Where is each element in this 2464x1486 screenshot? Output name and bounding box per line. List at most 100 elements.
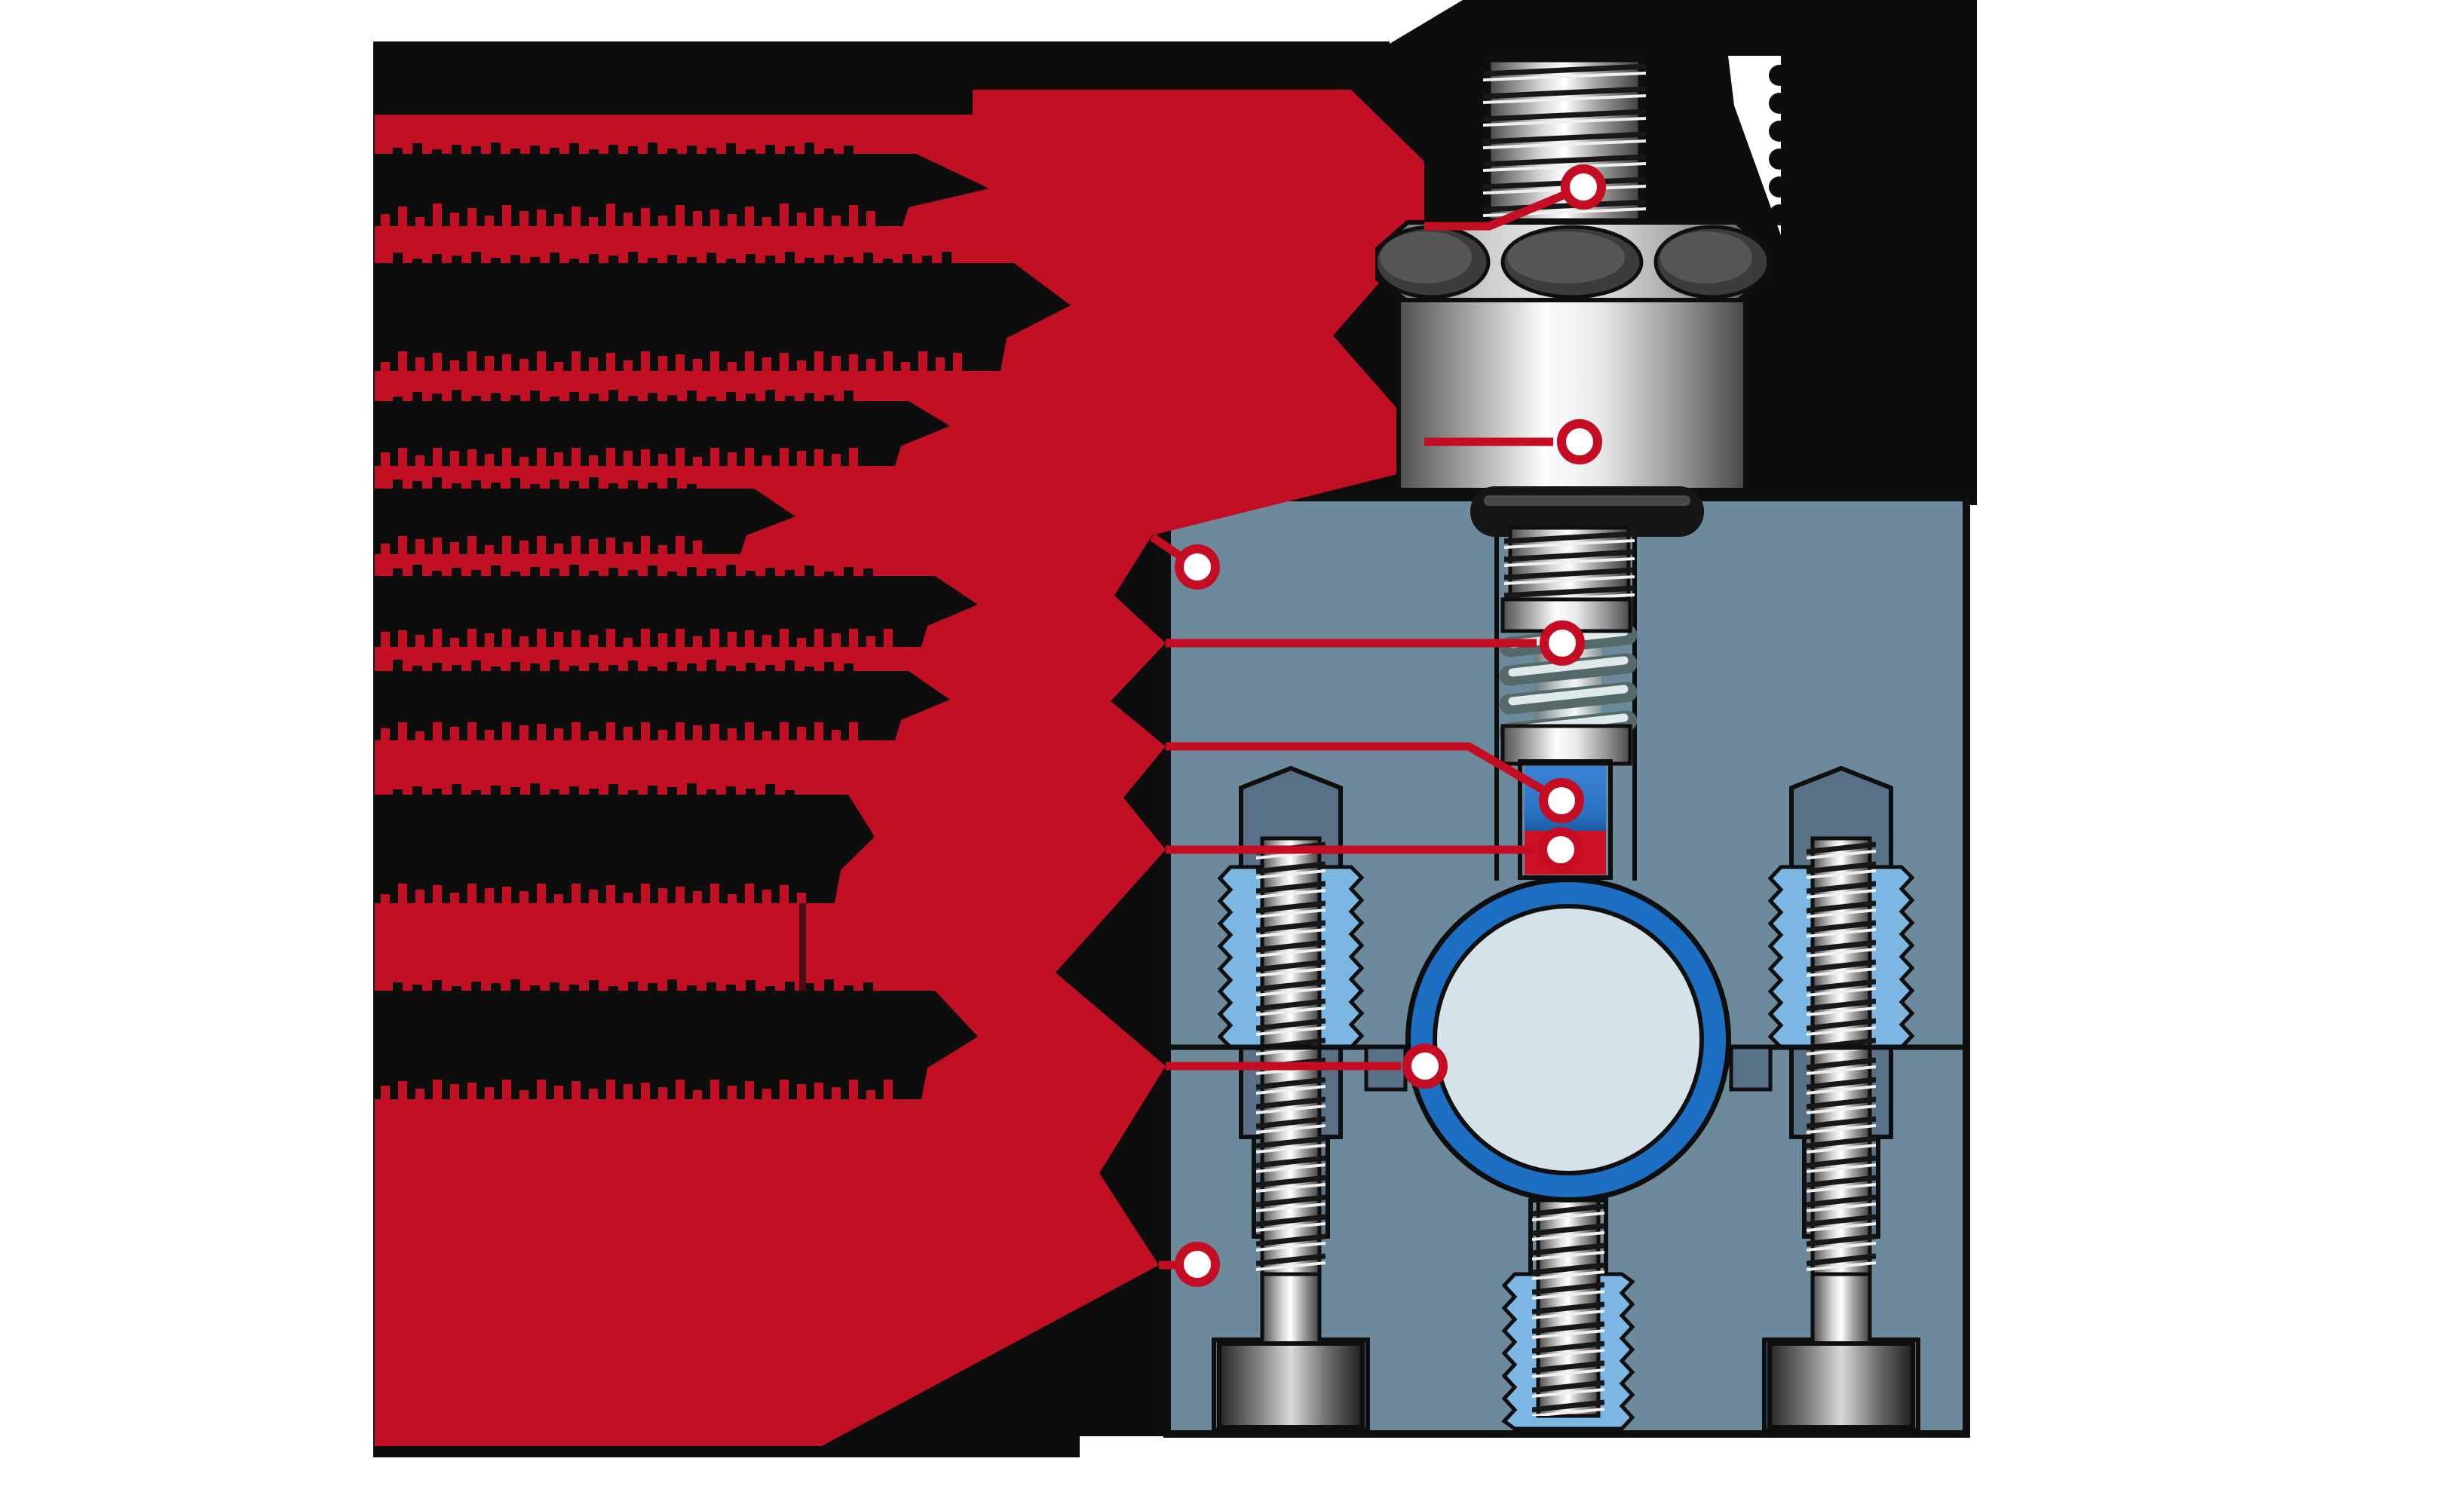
red-letter-fringe [641,208,650,226]
red-letter-fringe [381,1086,390,1099]
red-letter-fringe [918,351,927,371]
red-letter-fringe [762,357,771,371]
letter-top-fringe [687,783,697,796]
red-letter-fringe [866,359,875,371]
letter-top-fringe [942,252,952,265]
red-letter-fringe [450,542,459,554]
red-letter-fringe [398,536,407,554]
clamping-ball [1405,877,1731,1203]
letter-top-fringe [432,149,442,155]
letter-top-fringe [432,477,442,490]
letter-top-fringe [667,662,677,673]
letter-top-fringe [726,565,736,578]
red-letter-fringe [849,205,858,226]
letter-top-fringe [491,565,501,578]
letter-top-fringe [471,252,481,265]
letter-top-fringe [628,982,638,992]
red-letter-fringe [502,354,511,371]
callout-dot[interactable] [1539,778,1584,823]
red-letter-fringe [849,722,858,740]
red-letter-fringe [745,884,754,903]
letter-top-fringe [746,149,755,155]
label-bar-5 [375,565,978,647]
red-letter-fringe [762,635,771,647]
letter-top-fringe [412,143,422,155]
callout-dot[interactable] [1557,419,1602,464]
letter-top-fringe [765,390,775,403]
letter-top-fringe [550,148,559,155]
letter-top-fringe [530,484,540,490]
red-letter-fringe [433,204,442,226]
red-letter-fringe [502,448,511,466]
letter-top-fringe [648,666,657,673]
red-letter-fringe [433,448,442,466]
red-letter-fringe [745,207,754,226]
callout-dot[interactable] [1538,827,1583,872]
red-letter-fringe [398,351,407,371]
red-letter-fringe [502,887,511,903]
letter-top-fringe [510,149,520,155]
red-letter-fringe [624,1084,633,1099]
cap-screw-left [1212,765,1370,1432]
callout-dot[interactable] [1540,620,1585,666]
red-letter-fringe [676,722,685,740]
letter-top-fringe [491,983,501,992]
letter-top-fringe [746,394,755,403]
letter-top-fringe [432,571,442,578]
letter-top-fringe [667,979,677,992]
red-letter-fringe [554,452,563,466]
letter-top-fringe [412,565,422,578]
letter-top-fringe [432,789,442,796]
letter-top-fringe [412,481,422,490]
red-letter-fringe [641,351,650,371]
letter-top-fringe [452,784,461,796]
red-letter-fringe [797,213,806,226]
red-letter-fringe [693,211,702,226]
letter-top-fringe [785,570,795,578]
red-letter-fringe [450,451,459,466]
red-letter-fringe [797,893,806,903]
letter-top-fringe [628,396,638,403]
red-letter-fringe [415,635,424,647]
letter-top-fringe [687,257,697,265]
red-letter-fringe [745,448,754,466]
red-letter-fringe [936,357,945,371]
red-letter-fringe [485,1087,494,1099]
callout-dot[interactable] [1175,1242,1220,1287]
red-letter-fringe [537,629,546,647]
red-letter-fringe [658,454,667,466]
red-letter-fringe [519,359,529,371]
red-letter-fringe [467,1083,477,1099]
letter-top-fringe [393,148,403,155]
label-bar-3 [375,390,950,466]
letter-top-fringe [471,396,481,403]
red-letter-fringe [710,884,719,903]
letter-top-fringe [726,985,736,992]
letter-top-fringe [608,390,618,403]
callout-dot[interactable] [1402,1043,1448,1089]
thread-profile-bump [1769,93,1790,114]
red-letter-fringe [762,1089,771,1099]
red-letter-fringe [502,205,511,226]
letter-top-fringe [648,786,657,796]
letter-top-fringe [726,143,736,155]
letter-top-fringe [452,986,461,992]
letter-top-fringe [785,660,795,673]
letter-top-fringe [844,663,854,673]
red-letter-fringe [572,630,581,647]
letter-top-fringe [765,784,775,796]
red-letter-fringe [415,731,424,740]
label-bar-4 [375,477,795,554]
letter-top-fringe [452,145,461,155]
red-letter-fringe [381,452,390,466]
letter-top-fringe [648,258,657,265]
callout-dot[interactable] [1561,164,1606,210]
nut-facets [1378,225,1767,299]
letter-top-fringe [844,567,854,578]
letter-top-fringe [452,390,461,403]
red-letter-fringe [780,1080,789,1099]
red-letter-fringe [884,1080,893,1099]
letter-top-fringe [530,391,540,403]
callout-dot[interactable] [1175,544,1220,590]
